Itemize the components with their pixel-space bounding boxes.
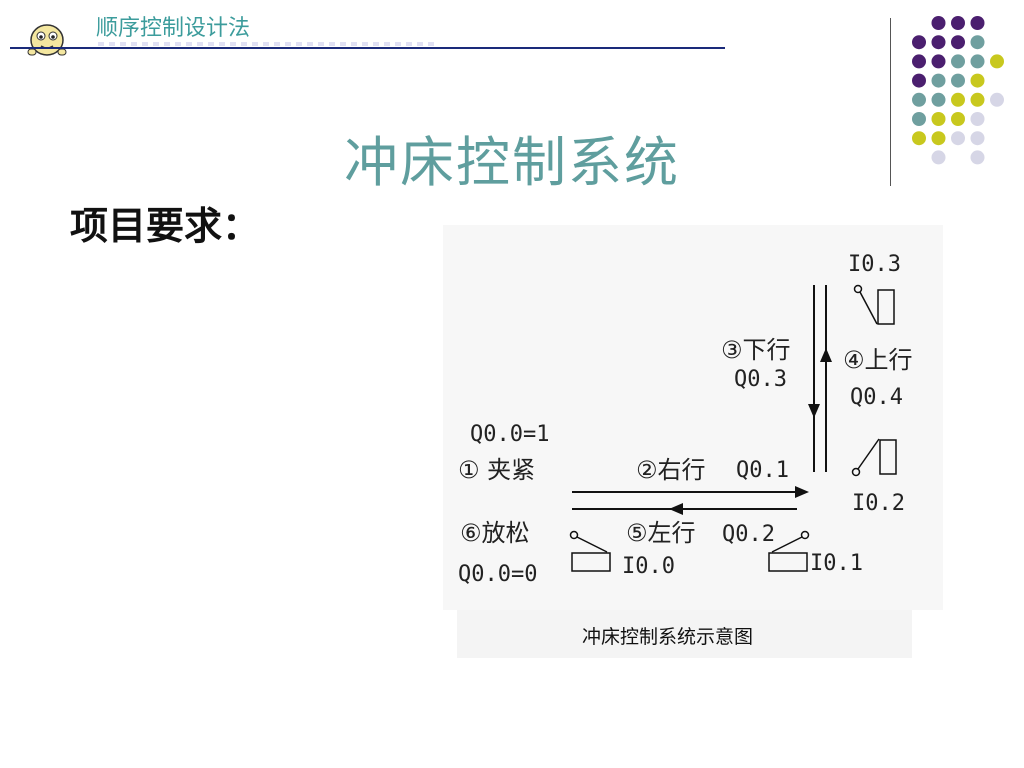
limit-switch-right-icon (768, 530, 810, 572)
slide-title: 冲床控制系统 (344, 131, 680, 194)
decorative-dot (970, 16, 985, 30)
diagram-panel (443, 225, 943, 610)
decorative-dot (951, 16, 965, 30)
section-label: 项目要求： (70, 203, 261, 248)
limit-switch-left-icon (569, 530, 611, 572)
left-arrow-icon (669, 503, 683, 515)
header-ghost-text (98, 42, 438, 46)
limit-switch-lower-right-icon (851, 438, 897, 477)
decorative-dot (912, 131, 926, 146)
decorative-dot-grid (905, 12, 1015, 176)
decorative-dot (951, 73, 965, 88)
decorative-dot (951, 131, 965, 146)
decorative-dot (931, 150, 946, 165)
decorative-dot (970, 35, 985, 50)
label-step2: ②右行 (636, 456, 706, 484)
decorative-dot (931, 92, 946, 107)
decorative-dot (931, 131, 946, 146)
decorative-dot (970, 150, 985, 165)
decorative-dot (970, 112, 985, 126)
caption-panel (457, 610, 912, 658)
limit-switch-top-icon (853, 284, 895, 325)
decorative-dot (990, 92, 1004, 107)
decorative-dot (912, 35, 926, 50)
vertical-divider (890, 18, 891, 186)
decorative-dot (970, 92, 985, 107)
down-arrow-icon (808, 404, 820, 418)
label-sw-mid-right: I0.2 (852, 491, 905, 516)
decorative-dot (912, 112, 926, 126)
diagram-caption: 冲床控制系统示意图 (582, 626, 753, 648)
label-step4: ④上行 (843, 346, 913, 374)
decorative-dot (931, 54, 946, 69)
label-step5: ⑤左行 (626, 519, 696, 547)
decorative-dot (912, 92, 926, 107)
label-step2-out: Q0.1 (736, 458, 789, 483)
decorative-dot (931, 112, 946, 126)
decorative-dot (931, 35, 946, 50)
decorative-dot (951, 54, 965, 69)
decorative-dot (990, 54, 1004, 69)
label-release-out: Q0.0=0 (458, 562, 537, 587)
decorative-dot (970, 73, 985, 88)
label-step6: ⑥放松 (460, 519, 530, 547)
decorative-dot (970, 131, 985, 146)
decorative-dot (912, 73, 926, 88)
label-step1: ① 夹紧 (458, 456, 535, 484)
decorative-dot (931, 73, 946, 88)
header-title: 顺序控制设计法 (96, 16, 251, 41)
decorative-dot (951, 92, 965, 107)
label-clamp-out: Q0.0=1 (470, 422, 549, 447)
decorative-dot (951, 35, 965, 50)
up-arrow-icon (820, 348, 832, 362)
label-sw-top: I0.3 (848, 252, 901, 277)
label-step4-out: Q0.4 (850, 385, 903, 410)
label-step5-out: Q0.2 (722, 522, 775, 547)
decorative-dot (931, 16, 946, 30)
label-step3-out: Q0.3 (734, 367, 787, 392)
label-sw-right: I0.1 (810, 551, 863, 576)
label-step3: ③下行 (721, 336, 791, 364)
decorative-dot (912, 54, 926, 69)
header-divider (10, 47, 725, 49)
decorative-dot (970, 54, 985, 69)
right-arrow-icon (795, 486, 809, 498)
decorative-dot (951, 112, 965, 126)
label-sw-left: I0.0 (622, 554, 675, 579)
